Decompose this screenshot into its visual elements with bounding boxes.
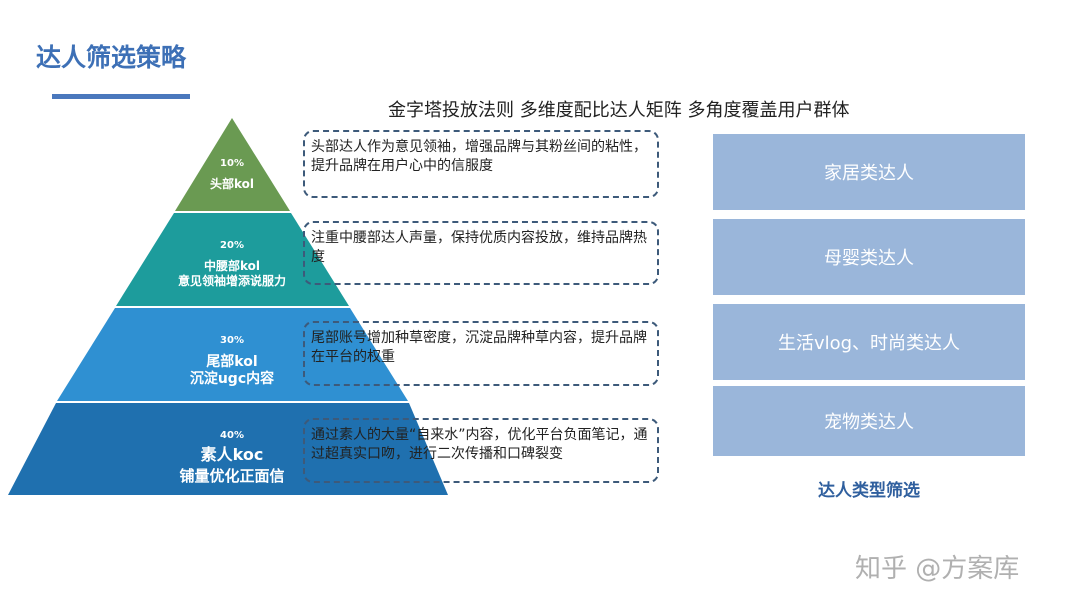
pyramid bbox=[8, 118, 448, 495]
subtitle: 金字塔投放法则 多维度配比达人矩阵 多角度覆盖用户群体 bbox=[388, 100, 850, 121]
title-underline bbox=[52, 94, 190, 99]
pyramid-tier-mid bbox=[116, 213, 349, 306]
tier-percent: 20% bbox=[220, 240, 244, 251]
tier-desc: 意见领袖增添说服力 bbox=[177, 273, 286, 288]
pyramid-tier-koc bbox=[8, 403, 448, 495]
type-box: 母婴类达人 bbox=[713, 219, 1025, 295]
tier-percent: 10% bbox=[220, 158, 244, 169]
tier-name: 尾部kol bbox=[206, 353, 258, 370]
tier-label-koc: 40% 素人koc 铺量优化正面信 bbox=[82, 430, 382, 485]
tier-name: 头部kol bbox=[209, 176, 255, 191]
type-box: 宠物类达人 bbox=[713, 386, 1025, 456]
tier-desc: 铺量优化正面信 bbox=[179, 466, 285, 485]
tier-label-mid: 20% 中腰部kol 意见领袖增添说服力 bbox=[82, 240, 382, 289]
tier-name: 素人koc bbox=[200, 444, 264, 464]
pyramid-tier-head bbox=[175, 118, 290, 211]
page-title: 达人筛选策略 bbox=[36, 43, 187, 72]
note-box: 注重中腰部达人声量，保持优质内容投放，维持品牌热度 bbox=[303, 221, 659, 285]
watermark: 知乎 @方案库 bbox=[855, 554, 1020, 584]
type-box: 生活vlog、时尚类达人 bbox=[713, 304, 1025, 380]
tier-label-tail: 30% 尾部kol 沉淀ugc内容 bbox=[82, 335, 382, 389]
note-box: 头部达人作为意见领袖，增强品牌与其粉丝间的粘性，提升品牌在用户心中的信服度 bbox=[303, 130, 659, 198]
tier-label-head: 10% 头部kol bbox=[82, 158, 382, 192]
tier-name: 中腰部kol bbox=[203, 258, 261, 273]
note-box: 通过素人的大量“自来水”内容，优化平台负面笔记，通过超真实口吻，进行二次传播和口… bbox=[303, 418, 659, 483]
types-label: 达人类型筛选 bbox=[818, 481, 920, 501]
pyramid-tier-tail bbox=[57, 308, 408, 401]
note-box: 尾部账号增加种草密度，沉淀品牌种草内容，提升品牌在平台的权重 bbox=[303, 321, 659, 386]
tier-percent: 30% bbox=[220, 335, 244, 346]
tier-desc: 沉淀ugc内容 bbox=[189, 371, 275, 387]
type-box: 家居类达人 bbox=[713, 134, 1025, 210]
tier-percent: 40% bbox=[220, 430, 244, 441]
